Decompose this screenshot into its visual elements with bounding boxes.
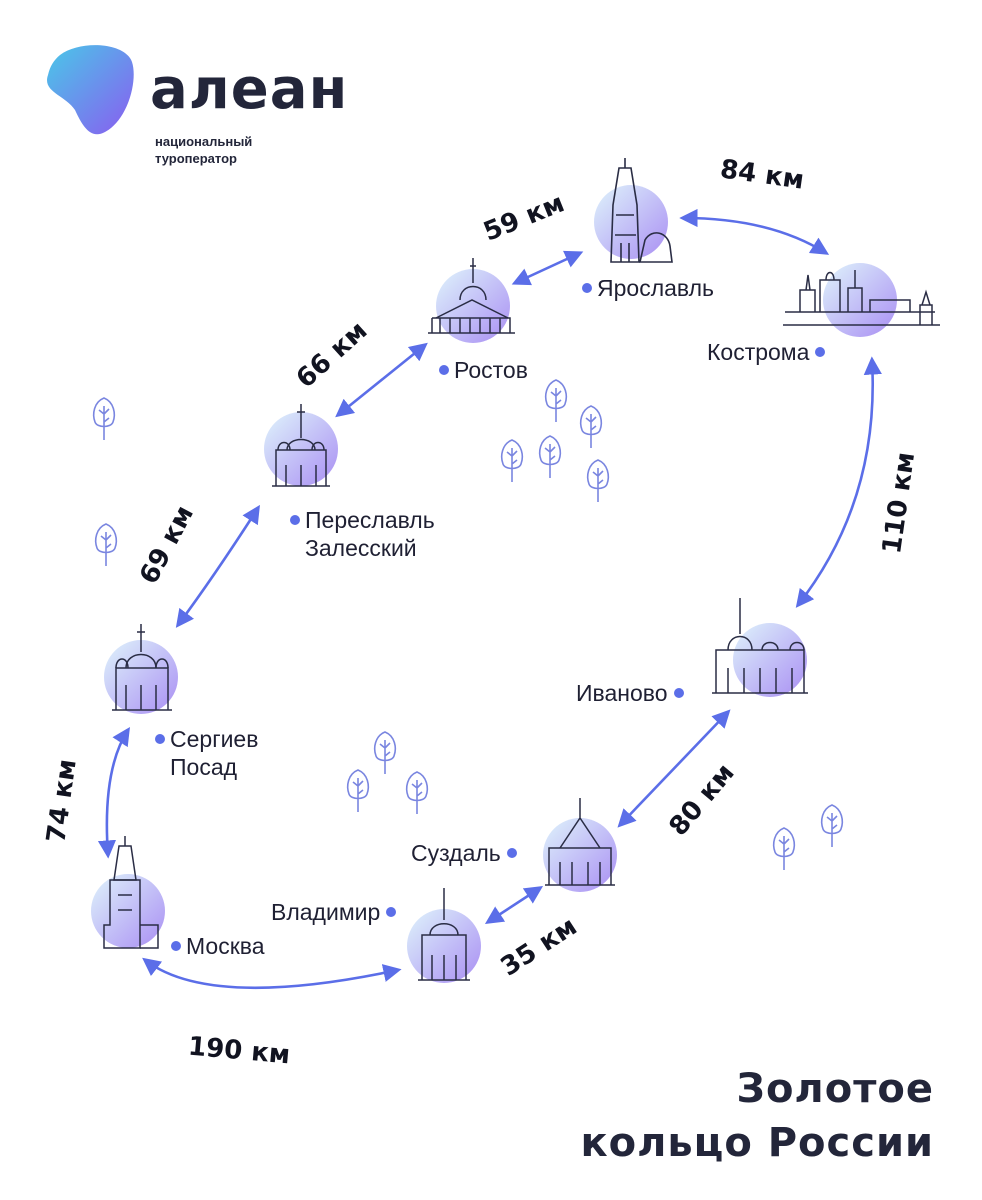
city-name-line2: Залесский [305,535,417,561]
brand-tagline: национальный туроператор [155,133,252,167]
city-label-sergiev: Сергиев Посад [155,725,258,781]
tree-icon [586,459,610,503]
city-label-pereslavl: Переславль Залесский [290,506,435,562]
city-name: Иваново [576,680,668,706]
tree-icon [820,804,844,848]
city-name: Суздаль [411,840,501,866]
suzdal-landmark-icon [543,798,617,892]
sergiev-landmark-icon [104,624,178,714]
city-marker [439,364,449,375]
tree-icon [538,435,562,479]
city-name: Ростов [454,357,528,383]
tree-icon [500,439,524,483]
rostov-landmark-icon [428,258,515,343]
city-marker [815,346,826,357]
tree-icon [94,523,118,567]
arrow-rostov-yaroslavl [511,250,584,286]
city-label-yaroslavl: Ярославль [582,274,714,302]
arrow-yaroslavl-kostroma [679,208,830,255]
map-title: Золотое кольцо России [580,1062,934,1170]
city-name-line1: Переславль [305,507,435,533]
tree-icon [92,397,116,441]
tree-icon [544,379,568,423]
arrow-moskva-vladimir [142,957,402,990]
arrow-ivanovo-kostroma [795,356,882,608]
tree-icon [772,827,796,871]
kostroma-landmark-icon [783,263,940,337]
map-title-line1: Золотое [736,1066,934,1112]
map-title-line2: кольцо России [580,1120,934,1166]
tree-icon [346,769,370,813]
city-name: Владимир [271,899,381,925]
arrow-moskva-sergiev [97,726,130,859]
route-arrows [97,208,882,990]
city-marker [506,847,517,858]
tree-icon [405,771,429,815]
city-name: Москва [186,933,265,959]
arrow-sergiev-pereslavl [175,504,260,628]
trees [92,379,844,871]
tree-icon [579,405,603,449]
city-label-rostov: Ростов [439,356,528,384]
city-label-ivanovo: Иваново [576,679,684,707]
city-name-line2: Посад [170,754,238,780]
city-marker [290,514,300,525]
city-label-vladimir: Владимир [271,898,397,926]
brand-tagline-line2: туроператор [155,151,237,166]
city-marker [155,733,165,744]
city-label-suzdal: Суздаль [411,839,517,867]
ivanovo-landmark-icon [712,598,808,697]
arrow-vladimir-suzdal [484,886,544,924]
city-label-moskva: Москва [171,932,265,960]
city-name: Ярославль [597,275,714,301]
vladimir-landmark-icon [407,888,481,983]
brand-tagline-line1: национальный [155,134,253,149]
tree-icon [373,731,397,775]
logo-blob-icon [47,45,134,135]
pereslavl-landmark-icon [264,404,338,487]
city-marker [582,282,592,293]
arrow-suzdal-ivanovo [617,709,731,828]
city-label-kostroma: Кострома [707,338,826,366]
city-marker [673,687,684,698]
moskva-landmark-icon [91,836,165,949]
city-name: Кострома [707,339,810,365]
arrow-pereslavl-rostov [335,342,428,418]
city-name-line1: Сергиев [170,726,259,752]
yaroslavl-landmark-icon [594,158,673,263]
brand-name: алеан [150,57,349,122]
city-marker [171,940,181,951]
city-marker [386,906,397,917]
